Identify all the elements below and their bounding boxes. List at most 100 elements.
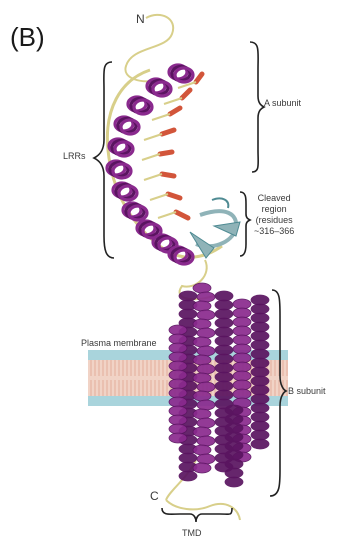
helix-turn <box>193 301 211 311</box>
b-subunit-helices <box>169 283 269 487</box>
cleaved-region-line: Cleaved <box>254 193 294 204</box>
strand-loop <box>144 174 162 180</box>
helix-turn <box>179 309 197 319</box>
helix-turn <box>169 325 187 335</box>
beta-strand <box>182 90 190 98</box>
strand-loop <box>152 114 170 120</box>
helix-turn <box>215 300 233 310</box>
helix-turn <box>251 385 269 395</box>
cleaved-region-line: ~316–366 <box>254 226 294 237</box>
strand-loop <box>164 98 182 104</box>
tm-helix <box>169 325 187 443</box>
n-terminus-label: N <box>136 12 145 26</box>
helix-turn <box>225 441 243 451</box>
helix-turn <box>169 397 187 407</box>
strand-loop <box>158 212 176 218</box>
c-terminus-label: C <box>150 489 159 503</box>
helix-turn <box>233 335 251 345</box>
helix-turn <box>251 430 269 440</box>
beta-strand <box>162 130 174 134</box>
strand-loop <box>150 194 168 200</box>
helix-turn <box>251 358 269 368</box>
helix-turn <box>197 292 215 302</box>
helix-turn <box>215 354 233 364</box>
helix-turn <box>169 361 187 371</box>
helix-turn <box>169 343 187 353</box>
cleaved-region-line: (residues <box>254 215 294 226</box>
helix-turn <box>197 436 215 446</box>
helix-turn <box>215 327 233 337</box>
helix-turn <box>251 349 269 359</box>
beta-strand <box>162 174 174 176</box>
helix-turn <box>169 334 187 344</box>
b-subunit-label: B subunit <box>288 386 326 396</box>
helix-turn <box>179 471 197 481</box>
a-subunit-label: A subunit <box>264 98 301 108</box>
lrr-helix <box>123 203 147 220</box>
cleaved-region-brace <box>240 192 250 256</box>
cleaved-region-label: Cleaved region (residues ~316–366 <box>254 193 294 237</box>
a-subunit-brace <box>250 42 264 172</box>
helix-turn <box>197 346 215 356</box>
helix-turn <box>251 340 269 350</box>
helix-turn <box>169 424 187 434</box>
helix-turn <box>215 363 233 373</box>
helix-turn <box>233 317 251 327</box>
lrr-helix <box>115 117 139 134</box>
beta-strand <box>160 152 172 154</box>
lrr-helix <box>109 139 133 156</box>
beta-strand <box>168 194 180 198</box>
helix-turn <box>215 336 233 346</box>
helix-turn <box>233 308 251 318</box>
helix-turn <box>251 331 269 341</box>
tm-helix <box>251 295 269 449</box>
helix-turn <box>225 477 243 487</box>
helix-turn <box>225 405 243 415</box>
helix-turn <box>233 389 251 399</box>
helix-turn <box>197 328 215 338</box>
lrr-brace <box>94 62 114 258</box>
strand-loop <box>142 154 160 160</box>
helix-turn <box>169 415 187 425</box>
cleaved-region-line: region <box>254 204 294 215</box>
lrr-helix <box>128 97 152 114</box>
beta-strand <box>196 74 202 82</box>
lrr-helix <box>113 183 137 200</box>
helix-turn <box>197 454 215 464</box>
helix-turn <box>251 322 269 332</box>
helix-turn <box>193 409 211 419</box>
helix-turn <box>193 445 211 455</box>
helix-turn <box>225 423 243 433</box>
helix-turn <box>215 372 233 382</box>
helix-turn <box>193 373 211 383</box>
helix-turn <box>169 370 187 380</box>
helix-turn <box>251 439 269 449</box>
helix-turn <box>215 381 233 391</box>
helix-turn <box>233 344 251 354</box>
helix-turn <box>251 313 269 323</box>
helix-turn <box>193 319 211 329</box>
helix-turn <box>251 421 269 431</box>
lrr-helix <box>107 161 131 178</box>
helix-turn <box>169 388 187 398</box>
helix-turn <box>225 459 243 469</box>
helix-turn <box>215 309 233 319</box>
tmd-label: TMD <box>182 528 202 538</box>
helix-turn <box>215 345 233 355</box>
helix-turn <box>233 299 251 309</box>
helix-turn <box>251 367 269 377</box>
helix-turn <box>233 353 251 363</box>
helix-turn <box>225 432 243 442</box>
helix-turn <box>169 379 187 389</box>
strand-loop <box>144 134 162 140</box>
helix-turn <box>169 406 187 416</box>
helix-turn <box>197 310 215 320</box>
lrr-beta-strands <box>142 74 202 218</box>
helix-turn <box>197 364 215 374</box>
lrr-helix <box>147 79 171 96</box>
helix-turn <box>251 394 269 404</box>
helix-turn <box>193 355 211 365</box>
plasma-membrane-label: Plasma membrane <box>81 338 157 348</box>
